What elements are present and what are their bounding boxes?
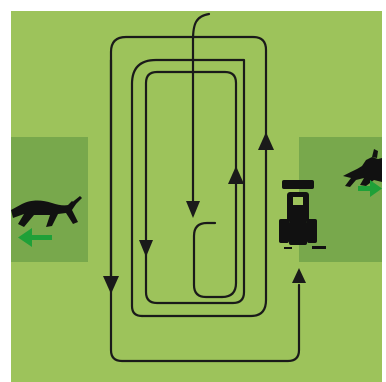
right-escape-zone	[299, 137, 382, 262]
